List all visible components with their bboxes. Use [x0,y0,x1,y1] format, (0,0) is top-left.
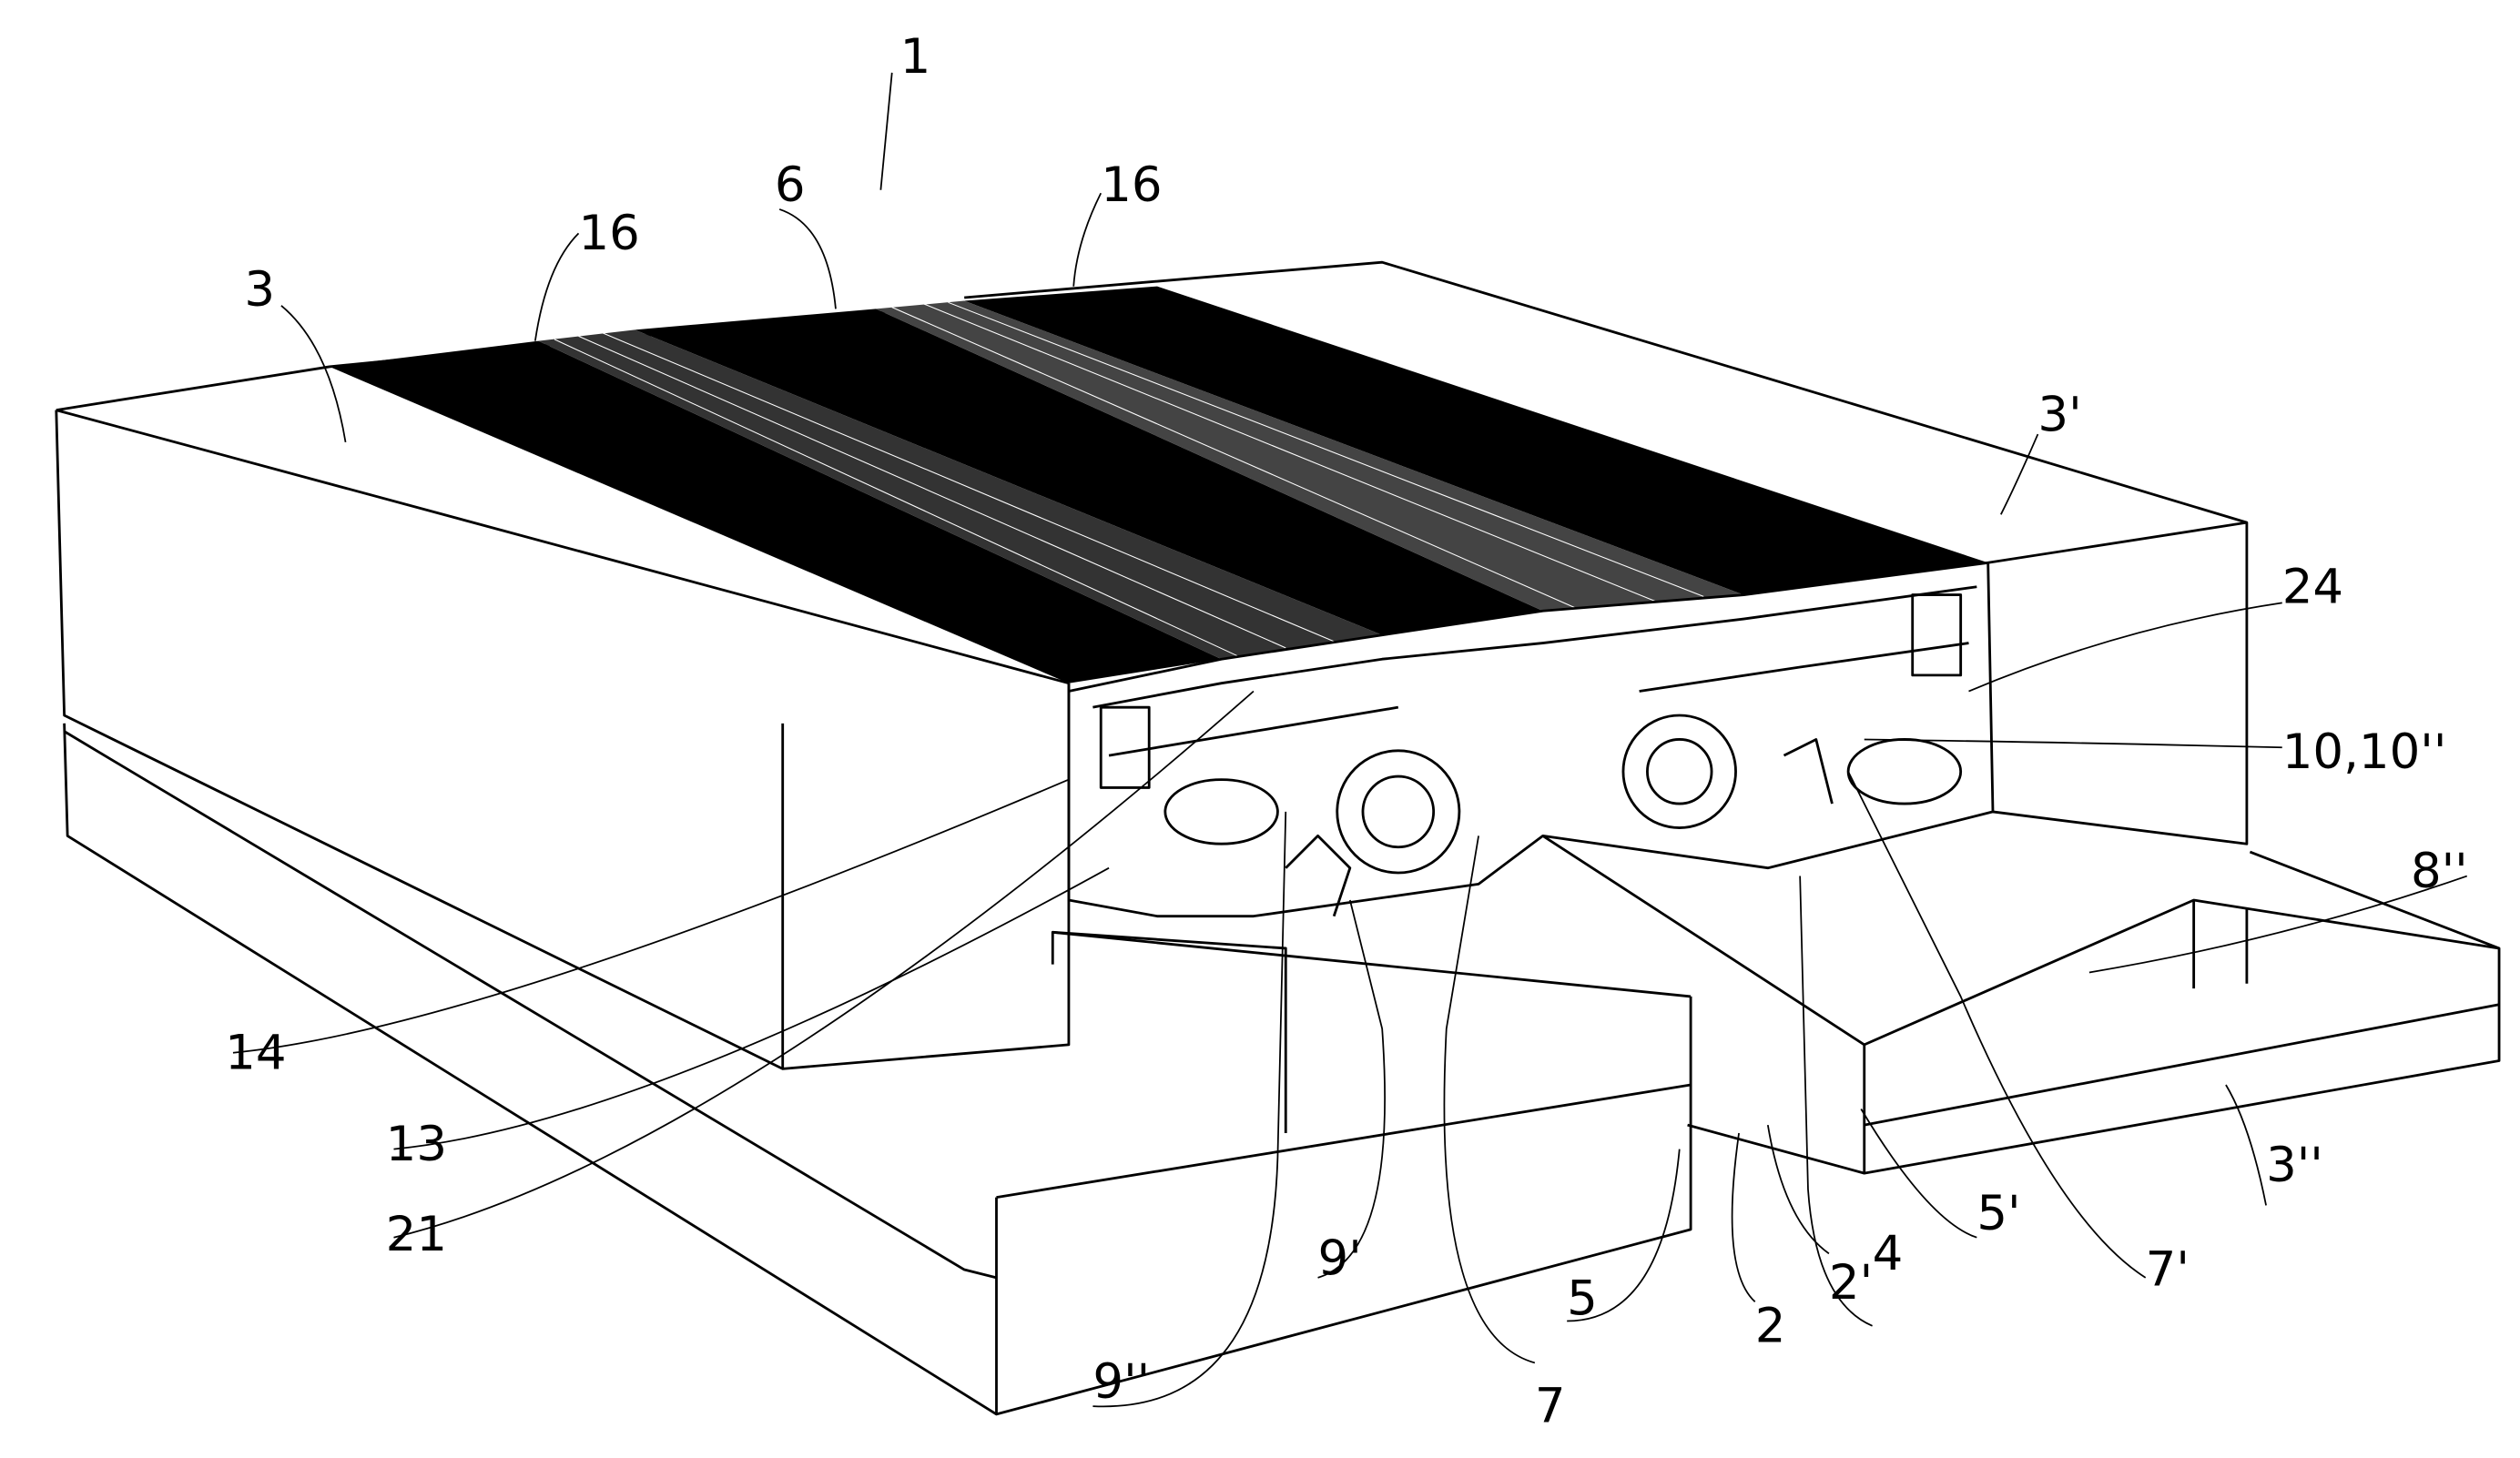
label-3-double-prime: 3'' [2266,1138,2323,1193]
label-13: 13 [386,1117,447,1172]
leader-lines [232,72,2468,1408]
label-6: 6 [775,157,806,213]
label-2-prime: 2' [1829,1255,1873,1311]
label-5: 5 [1567,1271,1598,1326]
label-3: 3 [244,262,275,318]
joint-profile-cross-section [1067,561,1995,918]
label-24: 24 [2282,559,2343,614]
label-10: 10,10'' [2282,724,2447,780]
label-9-prime: 9' [1318,1230,1362,1286]
label-5-prime: 5' [1976,1186,2020,1241]
label-16-left: 16 [579,206,640,261]
label-16-right: 16 [1101,157,1162,213]
profile-top-strips [329,286,1988,683]
label-14: 14 [225,1025,286,1080]
label-2: 2 [1755,1298,1786,1353]
right-slab-3-prime [964,260,2249,845]
label-7-prime: 7' [2146,1242,2190,1298]
label-9-double-prime: 9'' [1092,1354,1150,1410]
label-21: 21 [386,1207,447,1262]
label-1: 1 [900,29,931,85]
label-3-prime: 3' [2037,388,2081,443]
reference-labels: 1 16 6 16 3 3' 24 10,10'' 8'' 14 13 21 9… [225,29,2468,1434]
label-7: 7 [1535,1379,1566,1434]
label-4: 4 [1873,1226,1904,1281]
right-base-3-double-prime [1541,835,2501,1175]
left-base-5 [63,723,1692,1416]
label-8-double-prime: 8'' [2411,844,2468,899]
